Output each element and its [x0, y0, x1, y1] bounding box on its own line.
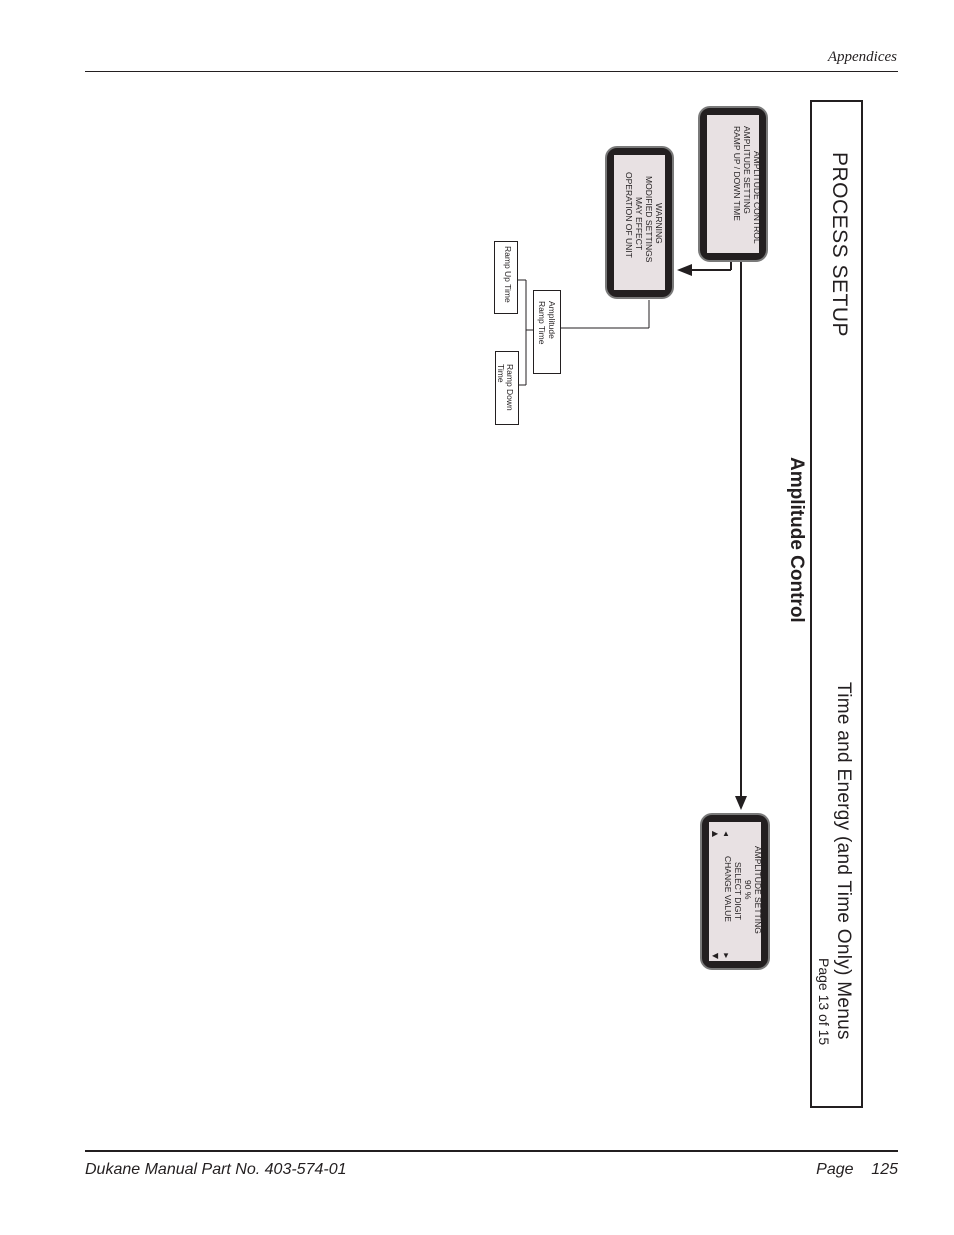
lcd-line: MODIFIED SETTINGS [644, 176, 654, 263]
footer-rule [85, 1150, 898, 1152]
manual-part-number: Dukane Manual Part No. 403-574-01 [85, 1161, 347, 1178]
arrow-left-to-warning [677, 264, 692, 276]
arrow-left-icon: ▶ [712, 829, 719, 838]
node-label: Time [496, 364, 506, 383]
lcd-line: SELECT DIGIT [733, 862, 743, 920]
arrow-right-icon: ◀ [712, 951, 719, 960]
lcd-line: AMPLITUDE SETTING [742, 126, 752, 214]
page-number: Page 125 [816, 1161, 898, 1178]
lcd-line: RAMP UP / DOWN TIME [732, 126, 742, 221]
lcd-line: WARNING [654, 203, 664, 244]
tree-node-ramp-down-time: Ramp Down Time [495, 351, 519, 425]
lcd-line: OPERATION OF UNIT [624, 172, 634, 258]
lcd-warning: WARNING MODIFIED SETTINGS MAY EFFECT OPE… [605, 146, 674, 299]
lcd-amplitude-control-menu: AMPLITUDE CONTROL AMPLITUDE SETTING RAMP… [698, 106, 768, 262]
node-label: Ramp Time [537, 301, 547, 345]
lcd-line: AMPLITUDE SETTING [753, 846, 763, 934]
node-label: Ramp Up Time [503, 246, 513, 303]
arrow-up-icon: ▲ [722, 829, 730, 838]
tree-node-ramp-up-time: Ramp Up Time [494, 241, 518, 314]
lcd-line: CHANGE VALUE [723, 856, 733, 922]
lcd-amplitude-setting: AMPLITUDE SETTING 90 % SELECT DIGIT CHAN… [700, 813, 770, 970]
lcd-line: 90 % [743, 880, 753, 900]
lcd-line: MAY EFFECT [634, 197, 644, 251]
node-label: Amplitude [547, 301, 557, 339]
lcd-line: AMPLITUDE CONTROL [752, 151, 762, 244]
title-frame [810, 100, 863, 1108]
header-rule [85, 71, 898, 72]
running-header: Appendices [827, 49, 897, 65]
arrow-down-to-setting [735, 796, 747, 810]
tree-node-amplitude-ramp-time: Amplitude Ramp Time [533, 290, 561, 374]
arrow-down-icon: ▼ [722, 951, 730, 960]
